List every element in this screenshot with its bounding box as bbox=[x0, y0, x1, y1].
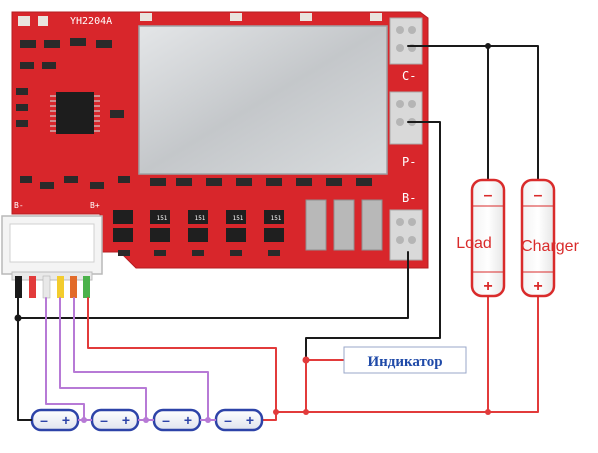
chip-label: 151 bbox=[271, 215, 282, 222]
chip-label: 151 bbox=[233, 215, 244, 222]
battery-cell: – + bbox=[90, 408, 140, 432]
power-mosfets bbox=[305, 199, 383, 251]
chip-label: 151 bbox=[195, 215, 206, 222]
pin-label-b-minus-small: B- bbox=[14, 201, 24, 210]
chip-label: 151 bbox=[157, 215, 168, 222]
charger-minus: – bbox=[534, 187, 543, 204]
indicator-label: Индикатор bbox=[367, 354, 442, 370]
load-label: Load bbox=[456, 235, 492, 252]
pin-label-c-minus: C- bbox=[402, 69, 416, 83]
top-pads bbox=[18, 13, 382, 26]
charger-device: – + bbox=[520, 178, 556, 298]
pin-label-p-minus: P- bbox=[402, 155, 416, 169]
load-plus: + bbox=[483, 278, 492, 295]
cell-plus: + bbox=[246, 412, 254, 428]
wiring bbox=[17, 45, 539, 421]
bms-board: YH2204A bbox=[11, 11, 429, 269]
smd-components-left bbox=[16, 38, 130, 189]
board-model-label: YH2204A bbox=[70, 16, 112, 27]
cell-minus: – bbox=[224, 412, 232, 428]
charger-plus: + bbox=[533, 278, 542, 295]
indicator-box: Индикатор bbox=[343, 346, 467, 374]
cell-plus: + bbox=[122, 412, 130, 428]
cell-minus: – bbox=[40, 412, 48, 428]
cell-minus: – bbox=[162, 412, 170, 428]
pin-label-b-plus-small: B+ bbox=[90, 201, 100, 210]
balance-chips: 151 151 151 151 bbox=[113, 210, 284, 242]
shield-side-chips bbox=[150, 178, 372, 186]
pin-label-b-minus: B- bbox=[402, 191, 416, 205]
battery-cell: – + bbox=[214, 408, 264, 432]
ic-chip bbox=[50, 92, 100, 134]
metal-shield bbox=[138, 25, 388, 175]
wire-junctions bbox=[14, 43, 491, 423]
balance-resistors bbox=[118, 250, 280, 256]
cell-plus: + bbox=[184, 412, 192, 428]
load-minus: – bbox=[484, 187, 493, 204]
charger-label: Charger bbox=[521, 238, 579, 255]
balance-connector bbox=[1, 215, 103, 281]
connector-wires bbox=[15, 275, 90, 299]
battery-cell: – + bbox=[152, 408, 202, 432]
load-device: – + bbox=[470, 178, 506, 298]
cell-plus: + bbox=[62, 412, 70, 428]
cell-minus: – bbox=[100, 412, 108, 428]
battery-cell: – + bbox=[30, 408, 80, 432]
terminal-pads bbox=[389, 17, 423, 261]
